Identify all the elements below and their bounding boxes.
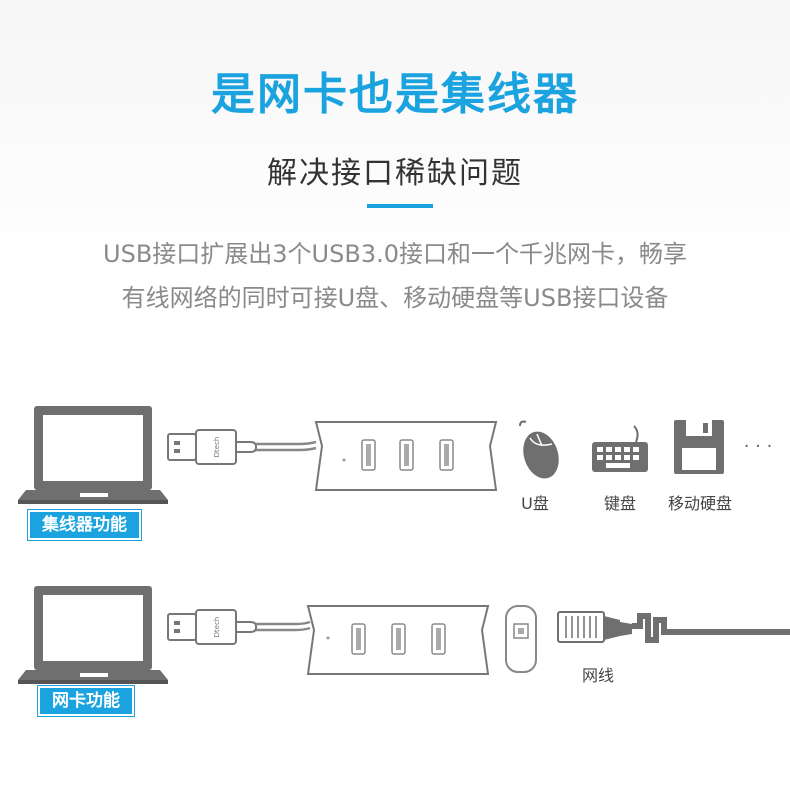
accent-divider (367, 204, 433, 208)
hub-function-tag: 集线器功能 (28, 510, 141, 540)
page-title: 是网卡也是集线器 (211, 69, 579, 120)
usb-hub-device (314, 421, 498, 491)
usb-connector-icon: Dtech (167, 429, 257, 465)
usb-hub-device (306, 605, 490, 675)
description-line-2: 有线网络的同时可接U盘、移动硬盘等USB接口设备 (121, 284, 669, 312)
floppy-disk-icon (674, 420, 724, 474)
function-diagram: Dtech (0, 380, 790, 780)
brand-mark: Dtech (213, 437, 221, 458)
usb-cable (256, 620, 311, 632)
mouse-icon (519, 420, 559, 479)
usb-cable (256, 440, 317, 452)
laptop-icon (18, 406, 168, 504)
page-subtitle: 解决接口稀缺问题 (267, 156, 523, 191)
nic-function-tag: 网卡功能 (38, 686, 134, 716)
usb-connector-icon: Dtech (167, 609, 257, 645)
brand-mark: Dtech (213, 617, 221, 638)
more-devices-ellipsis: · · · (743, 436, 773, 457)
device-label-hard-drive: 移动硬盘 (667, 494, 732, 513)
ethernet-port-icon (505, 605, 537, 673)
device-label-keyboard: 键盘 (603, 494, 636, 513)
description-line-1: USB接口扩展出3个USB3.0接口和一个千兆网卡，畅享 (103, 240, 687, 268)
cable-label: 网线 (581, 666, 614, 685)
ethernet-plug-icon (557, 611, 790, 643)
device-label-u-disk: U盘 (521, 494, 549, 513)
laptop-icon (18, 586, 168, 684)
keyboard-icon (592, 425, 648, 472)
